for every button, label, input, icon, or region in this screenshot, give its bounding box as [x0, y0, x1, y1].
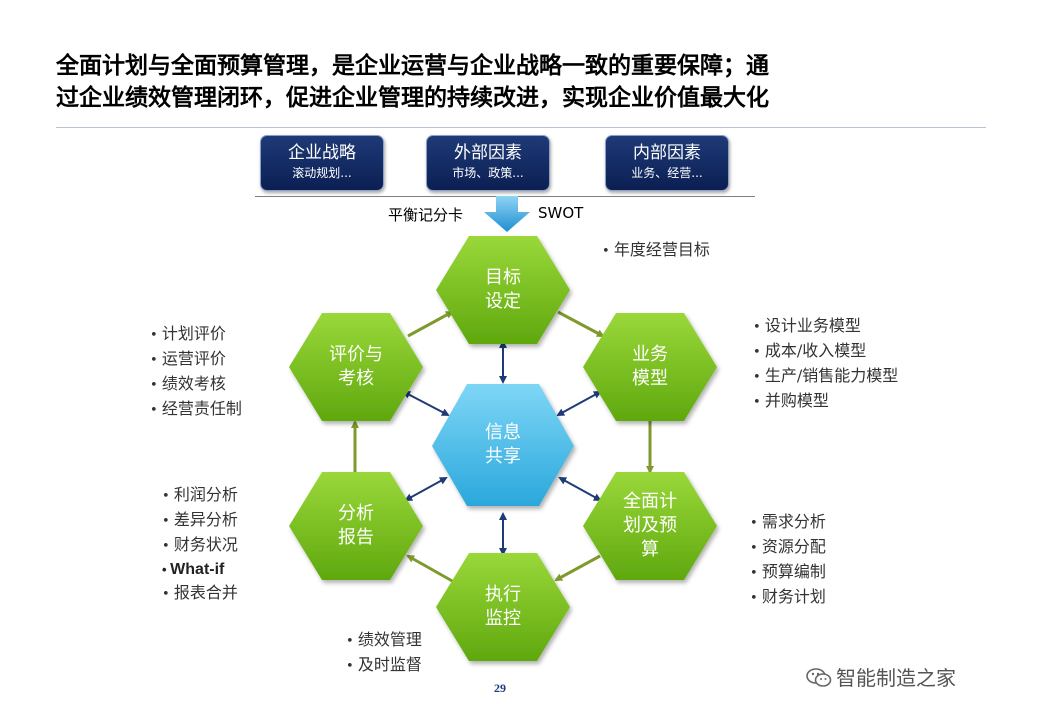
list-item: 成本/收入模型 [753, 339, 898, 364]
hexagon-label-business-model: 业务 模型 [595, 343, 705, 391]
page-number: 29 [494, 681, 506, 695]
hexagon-analysis [289, 472, 423, 580]
hex-text: 目标 [485, 267, 521, 288]
list-item: 财务计划 [750, 585, 826, 610]
hex-text: 报告 [338, 527, 374, 548]
factor-subtitle: 滚动规划... [292, 166, 352, 180]
list-item: 预算编制 [750, 560, 826, 585]
hex-text: 监控 [485, 608, 521, 629]
spoke-arrow-lower-left [404, 477, 448, 501]
factor-box-internal: 内部因素 业务、经营... [605, 135, 729, 191]
hex-text: 执行 [485, 584, 521, 605]
cycle-arrow-target-to-model [557, 310, 605, 338]
hexagon-label-info-sharing: 信息 共享 [448, 421, 558, 469]
cycle-arrow-evaluation-to-target [407, 310, 454, 338]
spoke-arrow-upper-left [402, 391, 450, 416]
title-line-2: 过企业绩效管理闭环，促进企业管理的持续改进，实现企业价值最大化 [56, 85, 769, 111]
hexagon-execution [436, 553, 570, 661]
list-item: 经营责任制 [150, 397, 242, 422]
swot-label: SWOT [538, 204, 584, 222]
factor-subtitle: 市场、政策... [452, 166, 524, 180]
title-divider [56, 127, 986, 128]
watermark-text: 智能制造之家 [836, 666, 956, 690]
hexagon-plan-budget [583, 472, 717, 580]
factor-title: 内部因素 [633, 143, 701, 163]
hex-text: 算 [641, 539, 659, 560]
hex-text: 信息 [485, 422, 521, 443]
list-item: 运营评价 [150, 347, 242, 372]
title-line-1: 全面计划与全面预算管理，是企业运营与企业战略一致的重要保障；通 [56, 53, 769, 79]
bullet-list-execution: 绩效管理 及时监督 [346, 628, 422, 678]
list-item: 需求分析 [750, 510, 826, 535]
hex-text: 全面计 [623, 491, 677, 512]
list-item: 设计业务模型 [753, 314, 898, 339]
list-item: 差异分析 [162, 508, 238, 533]
page-title: 全面计划与全面预算管理，是企业运营与企业战略一致的重要保障；通 过企业绩效管理闭… [56, 50, 956, 114]
hex-text: 设定 [485, 291, 521, 312]
hexagon-info-sharing [432, 384, 574, 506]
list-item: 绩效管理 [346, 628, 422, 653]
hex-text: 评价与 [329, 344, 383, 365]
list-item: 年度经营目标 [602, 238, 710, 263]
list-item: What-if [162, 558, 238, 581]
hexagon-label-execution: 执行 监控 [448, 583, 558, 631]
list-item: 及时监督 [346, 653, 422, 678]
list-item: 财务状况 [162, 533, 238, 558]
bullet-list-analysis: 利润分析 差异分析 财务状况 What-if 报表合并 [162, 483, 238, 606]
spoke-arrow-lower-right [558, 477, 602, 501]
cycle-arrow-execution-to-analysis [406, 554, 455, 584]
hex-text: 模型 [632, 368, 668, 389]
list-item: 计划评价 [150, 322, 242, 347]
hex-text: 划及预 [623, 515, 677, 536]
bullet-list-target: 年度经营目标 [602, 238, 710, 263]
hexagon-evaluation [289, 313, 423, 421]
list-item: 资源分配 [750, 535, 826, 560]
list-item: 报表合并 [162, 581, 238, 606]
wechat-icon [806, 668, 832, 687]
list-item: 生产/销售能力模型 [753, 364, 898, 389]
hexagon-business-model [583, 313, 717, 421]
hexagon-label-target: 目标 设定 [448, 266, 558, 314]
bullet-list-plan-budget: 需求分析 资源分配 预算编制 财务计划 [750, 510, 826, 610]
input-down-arrow [484, 196, 530, 232]
list-item: 并购模型 [753, 389, 898, 414]
cycle-arrow-plan-to-execution [554, 554, 601, 582]
hexagon-target-setting [436, 236, 570, 344]
factor-box-strategy: 企业战略 滚动规划... [260, 135, 384, 191]
factor-subtitle: 业务、经营... [631, 166, 703, 180]
hex-text: 业务 [632, 344, 668, 365]
hexagon-label-analysis: 分析 报告 [301, 502, 411, 550]
scorecard-label: 平衡记分卡 [388, 206, 464, 224]
watermark: 智能制造之家 [806, 662, 956, 691]
factor-title: 企业战略 [288, 143, 356, 163]
spoke-arrow-upper-right [556, 391, 602, 416]
hex-text: 考核 [338, 368, 374, 389]
hex-text: 共享 [485, 446, 521, 467]
hexagon-label-plan-budget: 全面计 划及预 算 [595, 490, 705, 562]
factor-box-external: 外部因素 市场、政策... [426, 135, 550, 191]
hexagon-label-evaluation: 评价与 考核 [301, 343, 411, 391]
list-item: 利润分析 [162, 483, 238, 508]
bullet-list-business-model: 设计业务模型 成本/收入模型 生产/销售能力模型 并购模型 [753, 314, 898, 414]
hex-text: 分析 [338, 503, 374, 524]
factor-title: 外部因素 [454, 143, 522, 163]
bullet-list-evaluation: 计划评价 运营评价 绩效考核 经营责任制 [150, 322, 242, 422]
list-item: 绩效考核 [150, 372, 242, 397]
